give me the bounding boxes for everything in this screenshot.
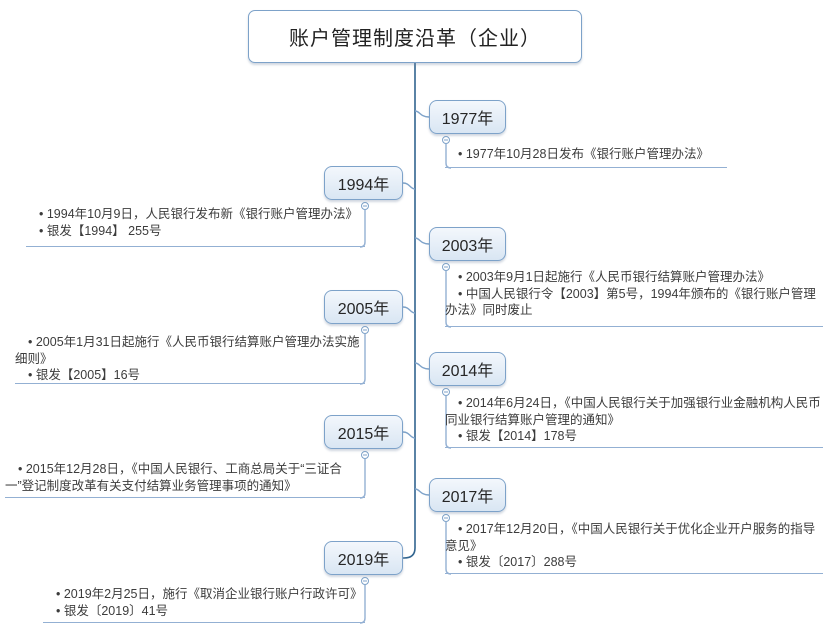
note-line: • 银发〔2017〕288号 bbox=[458, 555, 578, 569]
branch-2003 bbox=[414, 237, 430, 245]
node-year-label: 2017年 bbox=[441, 489, 494, 506]
branch-2015 bbox=[402, 431, 416, 439]
note-line: • 中国人民银行令【2003】第5号，1994年颁布的《银行账户管理办法》同时废… bbox=[445, 286, 816, 318]
node-year-label: 2015年 bbox=[337, 426, 390, 443]
page-title: 账户管理制度沿革（企业） bbox=[289, 28, 541, 50]
note-line: • 银发【2014】178号 bbox=[458, 429, 578, 443]
note-line: • 1977年10月28日发布《银行账户管理办法》 bbox=[458, 147, 709, 161]
note-line: • 1994年10月9日，人民银行发布新《银行账户管理办法》 bbox=[39, 207, 359, 221]
note-line: • 2003年9月1日起施行《人民币银行结算账户管理办法》 bbox=[458, 270, 771, 284]
note-line: • 银发【1994】 255号 bbox=[39, 223, 162, 238]
note-2019[interactable]: • 2019年2月25日，施行《取消企业银行账户行政许可》 • 银发〔2019〕… bbox=[43, 586, 365, 623]
note-2003[interactable]: • 2003年9月1日起施行《人民币银行结算账户管理办法》 • 中国人民银行令【… bbox=[445, 269, 823, 327]
timeline-node-2003[interactable]: 2003年 bbox=[429, 227, 506, 261]
timeline-node-2005[interactable]: 2005年 bbox=[324, 290, 403, 324]
branch-2005 bbox=[402, 306, 416, 314]
collapse-toggle-2005[interactable] bbox=[361, 326, 369, 334]
node-year-label: 1994年 bbox=[337, 177, 390, 194]
note-line: • 2017年12月20日，《中国人民银行关于优化企业开户服务的指导意见》 bbox=[445, 522, 816, 553]
collapse-toggle-2015[interactable] bbox=[361, 451, 369, 459]
branch-1977 bbox=[414, 110, 430, 118]
root-topic[interactable]: 账户管理制度沿革（企业） bbox=[248, 10, 582, 63]
timeline-node-2015[interactable]: 2015年 bbox=[324, 415, 403, 449]
node-year-label: 1977年 bbox=[441, 111, 494, 128]
note-2014[interactable]: • 2014年6月24日，《中国人民银行关于加强银行业金融机构人民币同业银行结算… bbox=[445, 395, 823, 448]
note-2015[interactable]: • 2015年12月28日，《中国人民银行、工商总局关于“三证合一”登记制度改革… bbox=[5, 461, 365, 498]
timeline-node-1994[interactable]: 1994年 bbox=[324, 166, 403, 200]
collapse-toggle-2019[interactable] bbox=[361, 577, 369, 585]
note-2005[interactable]: • 2005年1月31日起施行《人民币银行结算账户管理办法实施细则》 • 银发【… bbox=[15, 334, 365, 384]
note-2017[interactable]: • 2017年12月20日，《中国人民银行关于优化企业开户服务的指导意见》 • … bbox=[445, 521, 823, 574]
note-line: • 2014年6月24日，《中国人民银行关于加强银行业金融机构人民币同业银行结算… bbox=[445, 396, 821, 427]
timeline-node-1977[interactable]: 1977年 bbox=[429, 100, 506, 134]
timeline-node-2019[interactable]: 2019年 bbox=[324, 541, 403, 575]
branch-2014 bbox=[414, 362, 430, 370]
note-line: • 银发〔2019〕41号 bbox=[56, 603, 169, 618]
node-year-label: 2014年 bbox=[441, 363, 494, 380]
note-line: • 2005年1月31日起施行《人民币银行结算账户管理办法实施细则》 bbox=[15, 335, 360, 366]
branch-2017 bbox=[414, 488, 430, 496]
note-line: • 2019年2月25日，施行《取消企业银行账户行政许可》 bbox=[56, 587, 363, 601]
collapse-toggle-1977[interactable] bbox=[442, 136, 450, 144]
note-line: • 2015年12月28日，《中国人民银行、工商总局关于“三证合一”登记制度改革… bbox=[5, 462, 342, 493]
node-year-label: 2019年 bbox=[337, 552, 390, 569]
note-line: • 银发【2005】16号 bbox=[28, 368, 141, 382]
trunk-line bbox=[403, 63, 416, 559]
note-1994[interactable]: • 1994年10月9日，人民银行发布新《银行账户管理办法》 • 银发【1994… bbox=[26, 206, 365, 247]
timeline-node-2017[interactable]: 2017年 bbox=[429, 478, 506, 512]
branch-1994 bbox=[402, 182, 416, 190]
timeline-node-2014[interactable]: 2014年 bbox=[429, 352, 506, 386]
node-year-label: 2003年 bbox=[441, 238, 494, 255]
node-year-label: 2005年 bbox=[337, 301, 390, 318]
note-1977[interactable]: • 1977年10月28日发布《银行账户管理办法》 bbox=[445, 146, 727, 168]
